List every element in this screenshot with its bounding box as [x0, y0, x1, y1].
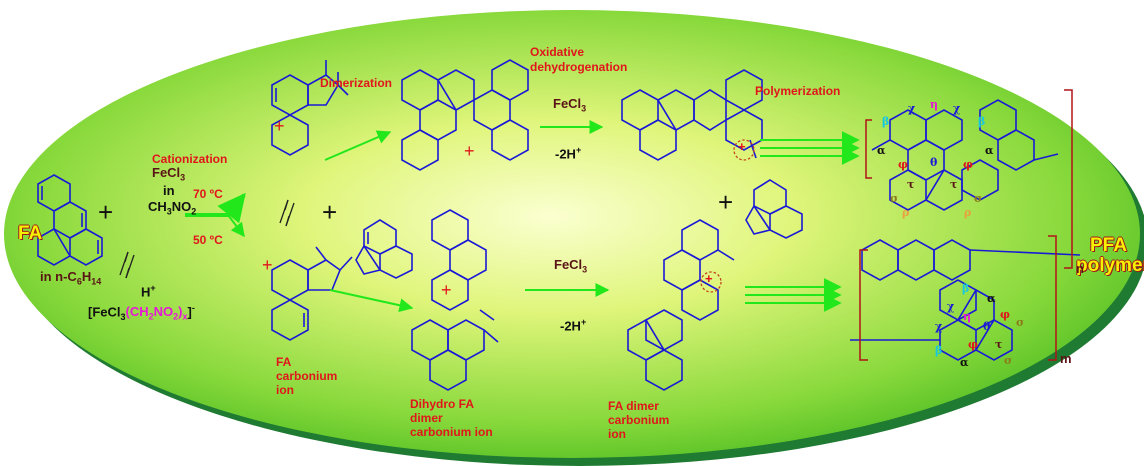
- greek-phi-t1: φ: [898, 158, 908, 171]
- bottom-carbonium-molecule: [271, 246, 353, 341]
- greek-phi-b2: φ: [968, 338, 978, 351]
- greek-beta-b1: β: [962, 282, 970, 295]
- fa-carbonium-label-2: carbonium: [276, 369, 338, 383]
- fa-molecule: [37, 174, 103, 266]
- fa-dimer-label-1: FA dimer: [608, 399, 659, 413]
- greek-beta-t1: β: [882, 115, 890, 128]
- equilibrium-arrow-middle: [279, 199, 295, 227]
- plus-sign-3: +: [718, 187, 734, 217]
- dihydro-label-3: carbonium ion: [410, 425, 493, 439]
- greek-rho-t1: ρ: [902, 206, 910, 219]
- greek-beta-t2: β: [978, 115, 986, 128]
- pfa-polymer-top-molecule: [871, 99, 1059, 211]
- fa-carbonium-label-3: ion: [276, 383, 294, 397]
- h-plus-label: H+: [141, 283, 156, 300]
- minus-2h-bottom-label: -2H+: [560, 317, 587, 334]
- bracket-bottom-right: [1048, 235, 1057, 361]
- temp-70-label: 70 ºC: [193, 187, 223, 201]
- greek-alpha-t2: α: [985, 144, 994, 157]
- greek-sigma-b2: σ: [1004, 354, 1013, 367]
- arrow-50c: [227, 214, 245, 238]
- bracket-top-right: [1064, 89, 1073, 269]
- subscript-n: n: [1076, 261, 1084, 276]
- temp-50-label: 50 ºC: [193, 233, 223, 247]
- oxidative-label-1: Oxidative: [530, 45, 585, 59]
- subscript-m: m: [1060, 351, 1072, 366]
- greek-tau-t1: τ: [907, 178, 915, 191]
- dimerization-label: Dimerization: [320, 76, 393, 90]
- complex-label: [FeCl3(CH2NO2)x]-: [88, 303, 195, 322]
- hexane-label: in n-C6H14: [40, 269, 102, 287]
- free-fa-molecule-left: [355, 219, 413, 279]
- polymerization-label: Polymerization: [755, 84, 841, 98]
- greek-phi-t2: φ: [963, 158, 973, 171]
- greek-phi-b1: φ: [1000, 308, 1010, 321]
- cation-plus-dimer-top: +: [464, 141, 475, 161]
- greek-eta-b: η: [963, 310, 971, 323]
- arrow-polymerization-bottom: [745, 278, 842, 312]
- fecl3-bottom-label: FeCl3: [554, 257, 588, 275]
- greek-chi-b1: χ: [947, 300, 955, 313]
- greek-alpha-t1: α: [877, 144, 886, 157]
- greek-beta-b2: β: [935, 344, 943, 357]
- fa-dimer-bottom-molecule: [627, 219, 735, 391]
- fa-label: FA: [18, 223, 43, 244]
- greek-chi-t2: χ: [953, 102, 961, 115]
- dihydro-dimer-top-molecule: [401, 59, 529, 171]
- cationization-label: Cationization: [152, 152, 228, 166]
- greek-sigma-t1: σ: [890, 192, 899, 205]
- fa-carbonium-label-1: FA: [276, 355, 292, 369]
- greek-theta-t: θ: [930, 156, 938, 169]
- cation-circle-bottom: [700, 271, 722, 293]
- in-label: in: [163, 183, 175, 198]
- free-fa-molecule-right: [745, 179, 803, 239]
- pfa-label-1: PFA: [1090, 235, 1127, 256]
- greek-chi-t1: χ: [908, 102, 916, 115]
- greek-tau-t2: τ: [950, 178, 958, 191]
- greek-alpha-b1: α: [987, 292, 996, 305]
- ch3no2-label: CH3NO2: [148, 199, 197, 217]
- pfa-label-2: polymer: [1076, 255, 1144, 276]
- greek-alpha-b2: α: [960, 356, 969, 369]
- cation-plus-circle-top: +: [738, 139, 746, 154]
- ellipse-background: [4, 10, 1140, 458]
- fa-dimer-label-2: carbonium: [608, 413, 670, 427]
- fecl3-top-label: FeCl3: [553, 96, 587, 114]
- fecl3-label: FeCl3: [152, 165, 186, 183]
- greek-theta-b: θ: [983, 320, 991, 333]
- greek-rho-t2: ρ: [964, 206, 972, 219]
- bracket-top-left: [865, 119, 872, 179]
- top-carbonium-molecule: [271, 60, 349, 156]
- arrow-dimerization: [324, 130, 392, 161]
- dihydro-label-1: Dihydro FA: [410, 397, 475, 411]
- oxidative-label-2: dehydrogenation: [530, 60, 628, 74]
- cation-plus-bottom: +: [262, 255, 273, 275]
- greek-sigma-b1: σ: [1016, 316, 1025, 329]
- arrow-bottom-dimer: [329, 289, 414, 313]
- minus-2h-top-label: -2H+: [555, 145, 582, 162]
- cation-plus-top: +: [274, 116, 285, 136]
- greek-chi-b2: χ: [935, 320, 943, 333]
- arrow-polymerization-top: [760, 131, 860, 165]
- fa-dimer-label-3: ion: [608, 427, 626, 441]
- greek-sigma-t2: σ: [974, 192, 983, 205]
- cation-plus-dimer-bottom: +: [441, 280, 452, 300]
- cation-plus-circle-bottom: +: [705, 271, 713, 286]
- bracket-bottom-left: [859, 249, 868, 361]
- greek-tau-b: τ: [995, 338, 1003, 351]
- dihydro-label-2: dimer: [410, 411, 443, 425]
- plus-sign-2: +: [322, 197, 338, 227]
- plus-sign-1: +: [98, 197, 114, 227]
- dihydro-dimer-bottom-molecule: [411, 209, 499, 391]
- greek-eta-t: η: [930, 98, 938, 111]
- equilibrium-arrow-left: [119, 251, 135, 279]
- cation-circle-top: [733, 139, 755, 161]
